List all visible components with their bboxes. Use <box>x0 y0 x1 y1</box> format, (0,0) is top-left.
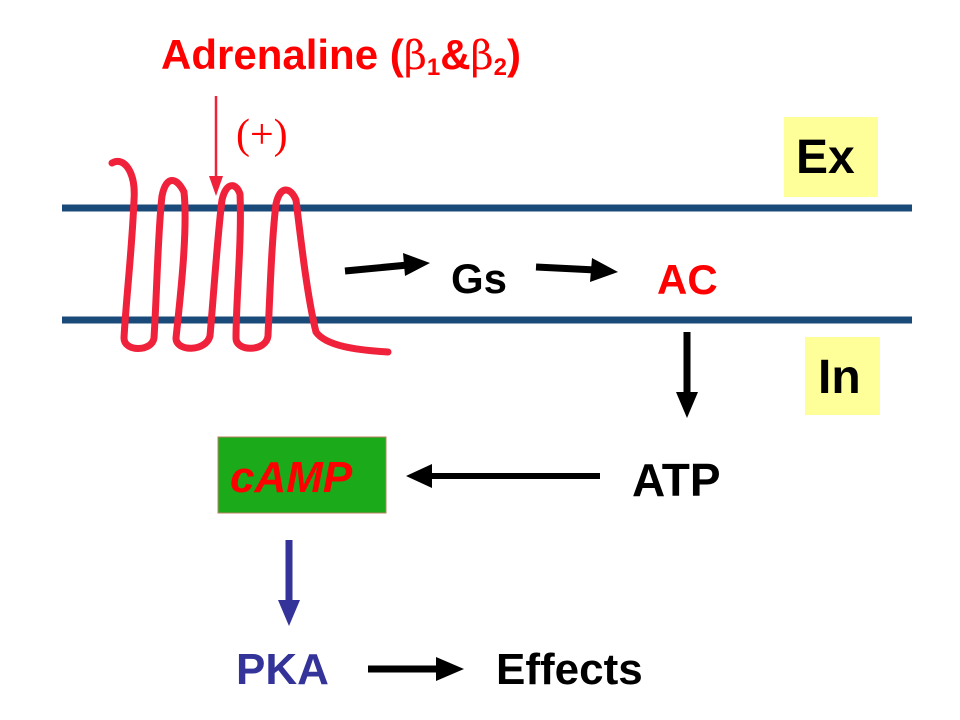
beta-symbol: β <box>403 33 427 79</box>
arrow-receptor-to-gs <box>344 261 409 275</box>
ac-label: AC <box>657 256 718 303</box>
adrenaline-title: Adrenaline (β1&β2) <box>161 31 522 81</box>
arrowhead-gs-to-ac <box>590 258 618 282</box>
arrowhead-ac-to-atp <box>676 392 698 418</box>
gs-label: Gs <box>451 255 508 302</box>
pka-label: PKA <box>236 645 329 694</box>
in-label: In <box>818 351 861 404</box>
arrowhead-camp-to-pka <box>278 600 300 626</box>
receptor-squiggle <box>108 157 392 356</box>
camp-box <box>217 436 387 514</box>
ex-label-box <box>784 117 878 197</box>
adrenaline-arrowhead <box>209 176 223 196</box>
arrowhead-atp-to-camp <box>406 464 432 488</box>
ex-label: Ex <box>796 131 855 184</box>
in-label-box <box>805 337 880 415</box>
stimulus-sign: (+) <box>236 112 288 158</box>
atp-label: ATP <box>632 454 721 506</box>
effects-label: Effects <box>496 645 643 694</box>
camp-label: cAMP <box>230 453 353 502</box>
arrowhead-pka-to-effects <box>436 657 464 681</box>
arrow-gs-to-ac <box>535 263 597 274</box>
arrowhead-receptor-to-gs <box>403 253 430 276</box>
